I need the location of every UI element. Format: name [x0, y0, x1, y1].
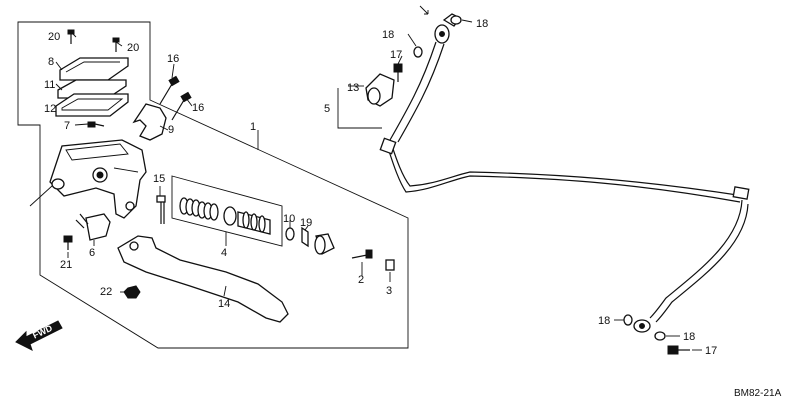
label-19: 19	[300, 217, 312, 229]
reservoir-cap	[59, 57, 129, 81]
washer-18-lower-right	[654, 331, 666, 341]
circlip	[301, 226, 309, 248]
screw-20-right	[112, 37, 120, 52]
washer-18-lower-left	[623, 314, 633, 326]
label-9: 9	[168, 124, 174, 136]
bolt-16-upper	[159, 75, 180, 105]
screw-7	[87, 121, 105, 128]
clutch-lever	[117, 235, 289, 323]
label-20b: 20	[127, 42, 139, 54]
diagram-code: BM82-21A	[734, 388, 782, 399]
label-16b: 16	[192, 102, 204, 114]
label-15: 15	[153, 173, 165, 185]
label-11: 11	[44, 79, 55, 91]
bolt-16-lower	[171, 91, 192, 121]
label-17a: 17	[390, 49, 402, 61]
label-18a: 18	[382, 29, 394, 41]
fwd-arrow	[15, 320, 63, 351]
washer-18-top	[450, 15, 462, 25]
label-5: 5	[324, 103, 330, 115]
label-18c: 18	[598, 315, 610, 327]
assembly-outline	[17, 21, 409, 349]
screw-20-left	[67, 29, 75, 44]
oil-bolt-17-upper	[393, 63, 403, 82]
label-16a: 16	[167, 53, 179, 65]
label-13: 13	[347, 82, 359, 94]
label-22: 22	[100, 286, 112, 298]
piston-set-box	[171, 175, 283, 247]
label-10: 10	[283, 213, 295, 225]
pivot-bolt	[156, 195, 166, 224]
label-1: 1	[250, 121, 256, 133]
push-rod-nut	[385, 259, 395, 271]
banjo-boot	[365, 73, 395, 107]
clutch-hose	[379, 41, 750, 323]
oil-bolt-17-lower	[667, 345, 690, 355]
spring	[179, 197, 219, 221]
label-17b: 17	[705, 345, 717, 357]
label-18b: 18	[476, 18, 488, 30]
label-21: 21	[60, 259, 72, 271]
diaphragm	[55, 93, 129, 117]
label-4: 4	[221, 247, 227, 259]
arrow-marker	[419, 5, 429, 15]
washer-18-upper	[413, 46, 423, 58]
screw-21	[63, 235, 73, 250]
master-cylinder-body	[49, 139, 147, 219]
label-6: 6	[89, 247, 95, 259]
label-8: 8	[48, 56, 54, 68]
label-3: 3	[386, 285, 392, 297]
label-7: 7	[64, 120, 70, 132]
banjo-fitting-bottom	[633, 319, 651, 333]
leader-lines	[29, 19, 702, 351]
boot	[314, 233, 335, 255]
hose-set-bracket	[337, 88, 382, 129]
push-rod	[351, 249, 373, 259]
label-18d: 18	[683, 331, 695, 343]
label-14: 14	[218, 298, 230, 310]
label-2: 2	[358, 274, 364, 286]
holder	[132, 103, 167, 141]
label-20a: 20	[48, 31, 60, 43]
piston	[223, 206, 271, 235]
washer	[285, 227, 295, 241]
label-12: 12	[44, 103, 56, 115]
nut-22	[123, 285, 141, 299]
clutch-switch	[75, 213, 111, 241]
